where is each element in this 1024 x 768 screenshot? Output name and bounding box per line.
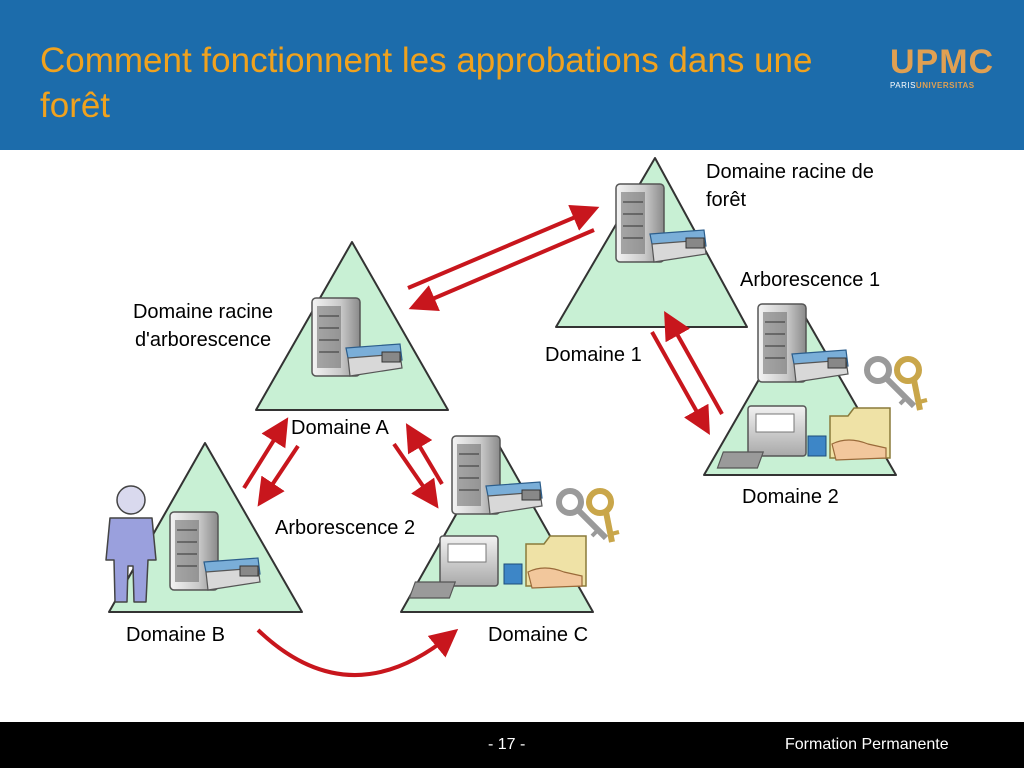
upmc-logo: UPMC PARISUNIVERSITAS: [890, 44, 1018, 96]
arrow-a-to-b: [257, 444, 300, 507]
label-tree-1: Arborescence 1: [740, 269, 881, 291]
label-tree-2: Arborescence 2: [275, 517, 416, 539]
header-bar: Comment fonctionnent les approbations da…: [0, 0, 1024, 150]
arrow-2-to-root: [664, 311, 724, 415]
logo-sub-right: UNIVERSITAS: [915, 81, 975, 90]
slide-title: Comment fonctionnent les approbations da…: [40, 41, 813, 125]
trust-arrows: [242, 204, 724, 677]
logo-subtitle: PARISUNIVERSITAS: [890, 81, 975, 90]
logo-text: UPMC: [890, 43, 995, 81]
footer-bar: - 17 - Formation Permanente: [0, 722, 1024, 768]
arrow-root-to-2: [650, 331, 710, 435]
arrow-a-to-c: [392, 442, 439, 509]
arrow-b-to-a: [242, 417, 289, 490]
arrow-root-to-a: [408, 228, 595, 312]
label-domain-b: Domaine B: [126, 624, 225, 646]
label-domain-2: Domaine 2: [742, 486, 839, 508]
keys-icon-domain-2: [867, 359, 927, 410]
keys-icon-domain-c: [559, 491, 619, 542]
label-tree-root: Domaine racine d'arborescence: [132, 301, 274, 351]
server-icon-forest-root: [615, 183, 707, 263]
page-number: - 17 -: [488, 736, 526, 753]
logo-sub-left: PARIS: [890, 81, 916, 90]
arrow-b-to-c: [256, 628, 459, 677]
trust-diagram: [105, 157, 1024, 677]
label-domain-1: Domaine 1: [545, 344, 642, 366]
footer-label: Formation Permanente: [785, 736, 949, 753]
label-forest-root: Domaine racine de forêt: [706, 161, 874, 211]
server-icon-domain-c: [451, 435, 543, 515]
arrow-c-to-a: [405, 423, 444, 486]
label-domain-c: Domaine C: [488, 624, 589, 646]
label-domain-a: Domaine A: [291, 417, 389, 439]
user-icon: [105, 485, 157, 603]
arrow-a-to-root: [407, 204, 600, 290]
server-icon-domain-2: [757, 303, 849, 383]
